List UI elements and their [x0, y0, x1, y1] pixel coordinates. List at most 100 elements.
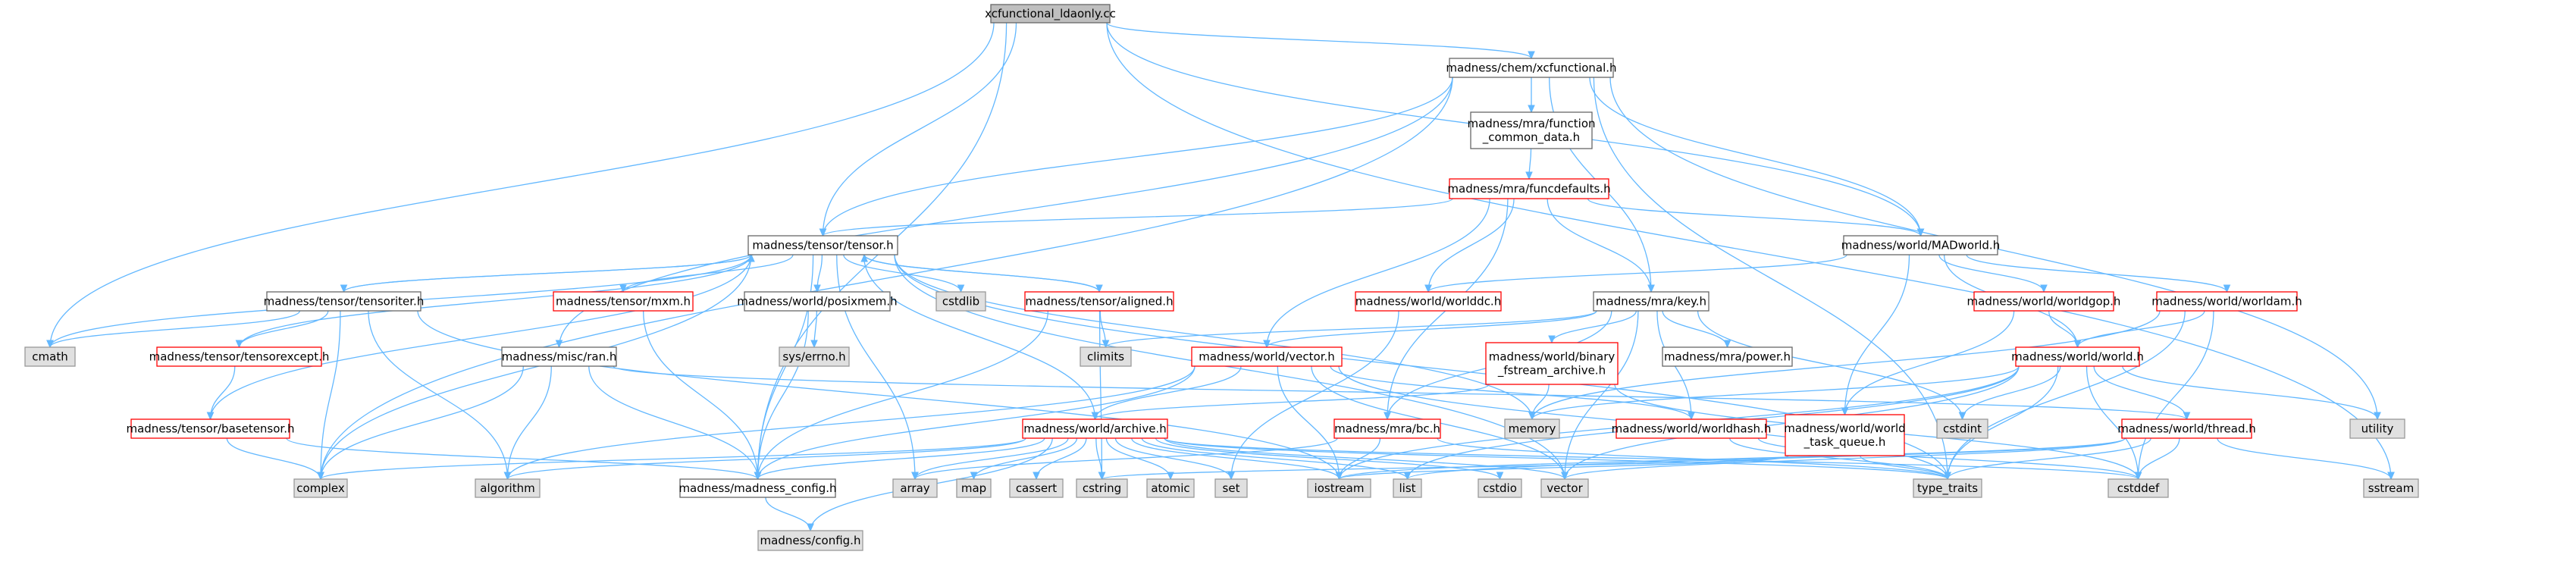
node-box — [2363, 478, 2419, 498]
node-iostream[interactable]: iostream — [1307, 478, 1371, 498]
edge-key-to-bfa — [1552, 310, 1637, 343]
node-aligned[interactable]: madness/tensor/aligned.h — [1024, 291, 1174, 312]
node-label: sstream — [2368, 481, 2414, 495]
node-fdef[interactable]: madness/mra/funcdefaults.h — [1447, 178, 1611, 199]
node-list[interactable]: list — [1393, 478, 1422, 498]
node-world[interactable]: madness/world/world.h — [2011, 346, 2144, 367]
node-cstdlib[interactable]: cstdlib — [935, 291, 986, 312]
edge-worlddc-to-set — [1231, 310, 1399, 479]
node-worldam[interactable]: madness/world/worldam.h — [2151, 291, 2302, 312]
node-box — [266, 291, 421, 312]
node-archive[interactable]: madness/world/archive.h — [1022, 418, 1168, 439]
edge-archive-to-map — [974, 437, 1078, 479]
node-thread[interactable]: madness/world/thread.h — [2117, 418, 2256, 439]
edge-world-to-memory — [1532, 365, 2020, 419]
edge-texc-to-basetensor — [211, 365, 236, 419]
node-box — [501, 346, 617, 367]
node-box — [1333, 418, 1441, 439]
edge-titer-to-iostream — [417, 310, 1340, 479]
edge-tensor-to-mxm — [623, 254, 794, 292]
node-box — [1504, 418, 1560, 439]
node-box — [475, 478, 541, 498]
node-typetraits[interactable]: type_traits — [1913, 478, 1982, 498]
node-memory[interactable]: memory — [1504, 418, 1560, 439]
node-complex[interactable]: complex — [293, 478, 348, 498]
node-label: madness/tensor/tensorexcept.h — [149, 350, 330, 364]
node-bfa[interactable]: madness/world/binary_fstream_archive.h — [1485, 342, 1619, 385]
node-box — [1785, 414, 1905, 456]
edge-tensor-to-basetensor — [211, 254, 752, 419]
node-ran[interactable]: madness/misc/ran.h — [501, 346, 617, 367]
node-cstddef[interactable]: cstddef — [2107, 478, 2169, 498]
node-cstdint[interactable]: cstdint — [1936, 418, 1988, 439]
edge-root-to-xcf — [1106, 22, 1531, 58]
node-texc[interactable]: madness/tensor/tensorexcept.h — [149, 346, 330, 367]
node-cassert[interactable]: cassert — [1009, 478, 1064, 498]
node-box — [747, 235, 898, 255]
node-mconfig[interactable]: madness/madness_config.h — [678, 478, 837, 498]
node-set[interactable]: set — [1214, 478, 1248, 498]
node-key[interactable]: madness/mra/key.h — [1593, 291, 1709, 312]
node-power[interactable]: madness/mra/power.h — [1662, 346, 1793, 367]
edge-key-to-power — [1662, 310, 1727, 347]
node-config[interactable]: madness/config.h — [757, 530, 863, 551]
edge-bfa-to-archive — [1095, 384, 1490, 419]
edge-xcf-to-complex — [321, 77, 1453, 479]
node-label: madness/tensor/mxm.h — [556, 295, 691, 309]
edge-archive-to-cstring — [1095, 437, 1102, 479]
node-tensor[interactable]: madness/tensor/tensor.h — [747, 235, 898, 255]
node-box — [1009, 478, 1064, 498]
node-utility[interactable]: utility — [2349, 418, 2405, 439]
edge-vectorh-to-iostream — [1277, 365, 1339, 479]
node-vectorh[interactable]: madness/world/vector.h — [1191, 346, 1343, 367]
node-box — [553, 291, 694, 312]
edge-ran-to-thread — [613, 365, 2187, 419]
node-label: madness/world/worldam.h — [2151, 295, 2302, 309]
node-box — [1470, 111, 1593, 149]
node-madworld[interactable]: madness/world/MADworld.h — [1841, 235, 2000, 255]
node-box — [1449, 58, 1614, 78]
edge-world-to-thread — [2093, 365, 2186, 419]
node-xcf[interactable]: madness/chem/xcfunctional.h — [1446, 58, 1617, 78]
node-basetensor[interactable]: madness/tensor/basetensor.h — [126, 418, 295, 439]
edge-world-to-utility — [2122, 365, 2377, 419]
node-mxm[interactable]: madness/tensor/mxm.h — [553, 291, 694, 312]
edge-bc-to-array — [915, 437, 1338, 479]
node-box — [2121, 418, 2252, 439]
node-label: _fstream_archive.h — [1497, 364, 1606, 378]
node-worldgop[interactable]: madness/world/worldgop.h — [1967, 291, 2121, 312]
edge-taskq-to-iostream — [1340, 455, 1789, 479]
node-bc[interactable]: madness/mra/bc.h — [1333, 418, 1441, 439]
node-fcd[interactable]: madness/mra/function_common_data.h — [1467, 111, 1596, 149]
node-box — [1449, 178, 1609, 199]
node-sstream[interactable]: sstream — [2363, 478, 2419, 498]
node-posix[interactable]: madness/world/posixmem.h — [737, 291, 898, 312]
node-array[interactable]: array — [892, 478, 938, 498]
node-worlddc[interactable]: madness/world/worlddc.h — [1355, 291, 1502, 312]
node-map[interactable]: map — [956, 478, 992, 498]
node-cmath[interactable]: cmath — [24, 346, 76, 367]
node-cstdio[interactable]: cstdio — [1478, 478, 1522, 498]
node-box — [1146, 478, 1195, 498]
node-worldhash[interactable]: madness/world/worldhash.h — [1612, 418, 1772, 439]
node-root[interactable]: xcfunctional_ldaonly.cc — [985, 4, 1116, 24]
node-box — [744, 291, 891, 312]
node-cstring[interactable]: cstring — [1076, 478, 1128, 498]
node-box — [1214, 478, 1248, 498]
node-label: madness/mra/bc.h — [1334, 422, 1440, 436]
node-titer[interactable]: madness/tensor/tensoriter.h — [264, 291, 425, 312]
node-errno[interactable]: sys/errno.h — [779, 346, 850, 367]
node-box — [1662, 346, 1793, 367]
node-vector[interactable]: vector — [1540, 478, 1589, 498]
node-taskq[interactable]: madness/world/world_task_queue.h — [1784, 414, 1906, 456]
node-atomic[interactable]: atomic — [1146, 478, 1195, 498]
node-climits[interactable]: climits — [1080, 346, 1132, 367]
node-label: set — [1223, 481, 1240, 495]
node-algorithm[interactable]: algorithm — [475, 478, 541, 498]
node-label: cassert — [1016, 481, 1057, 495]
node-box — [1973, 291, 2114, 312]
edge-titer-to-algorithm — [368, 310, 508, 479]
edge-tensor-to-complex — [321, 254, 752, 479]
